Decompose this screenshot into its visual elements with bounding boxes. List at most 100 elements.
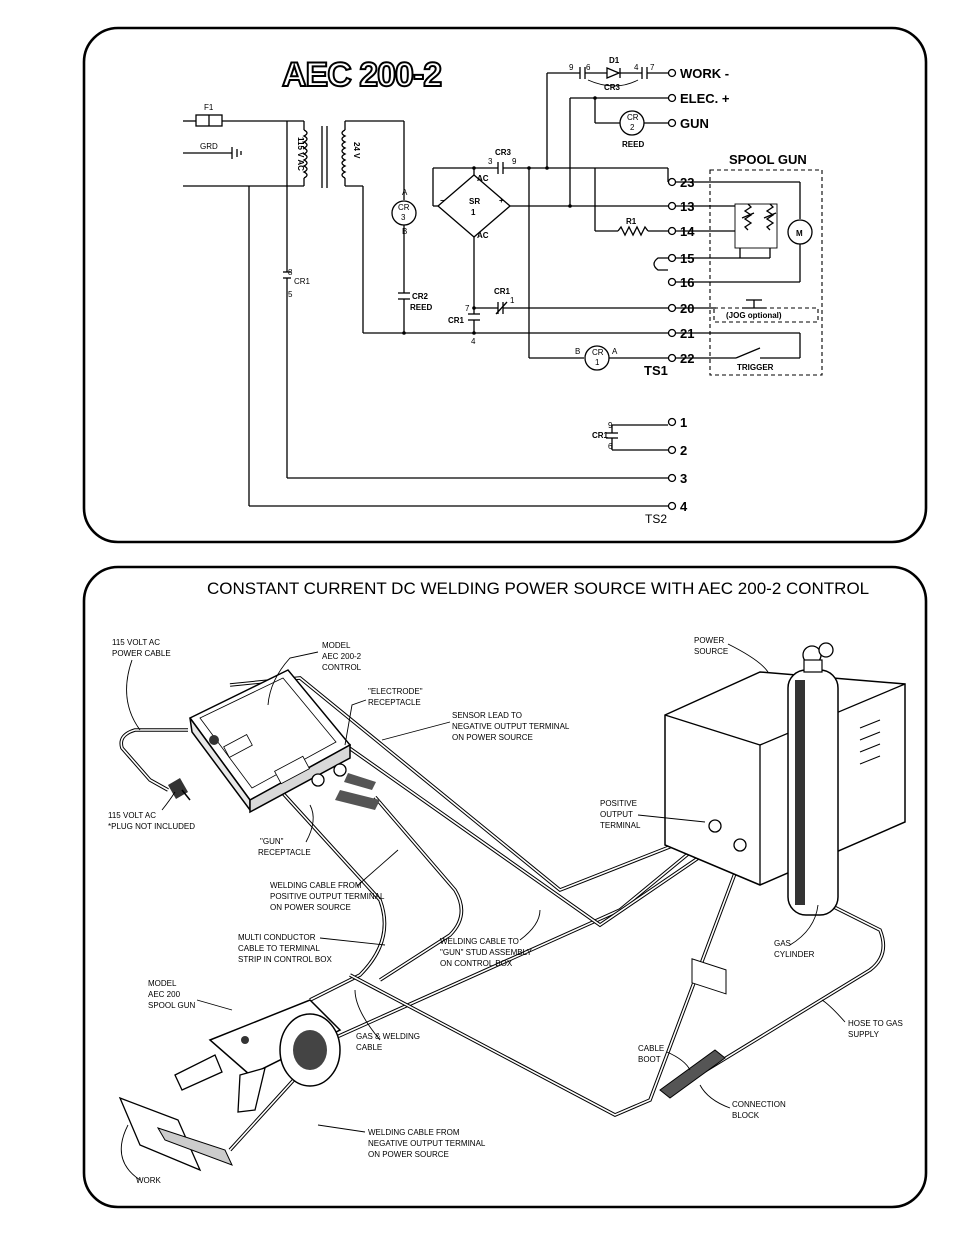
svg-text:HOSE TO GAS: HOSE TO GAS	[848, 1019, 903, 1028]
svg-text:1: 1	[595, 358, 600, 367]
ts2-label: TS2	[645, 512, 667, 526]
junction-dot	[593, 96, 597, 100]
svg-text:AC: AC	[477, 231, 489, 240]
svg-text:115 VOLT AC: 115 VOLT AC	[108, 811, 156, 820]
svg-text:D1: D1	[609, 56, 620, 65]
svg-text:BOOT: BOOT	[638, 1055, 661, 1064]
aec-200-2-control-box	[188, 669, 380, 814]
svg-text:CR: CR	[592, 348, 604, 357]
r1-label: R1	[626, 217, 637, 226]
label-cable-gun-stud: WELDING CABLE TO "GUN" STUD ASSEMBLY ON …	[440, 937, 532, 968]
output-wiring	[528, 67, 668, 371]
svg-text:7: 7	[650, 63, 655, 72]
svg-text:"ELECTRODE": "ELECTRODE"	[368, 687, 423, 696]
fuse-label: F1	[204, 103, 214, 112]
svg-text:CR1: CR1	[592, 431, 609, 440]
electrode-terminal-label: ELEC. +	[680, 91, 730, 106]
primary-input-wiring	[183, 114, 668, 507]
svg-text:−: −	[440, 196, 445, 205]
svg-text:TERMINAL: TERMINAL	[600, 821, 641, 830]
svg-text:2: 2	[630, 123, 635, 132]
ts2-terminal-numbers: 1 2 3 4	[680, 415, 688, 514]
label-work: WORK	[136, 1176, 162, 1185]
svg-text:BLOCK: BLOCK	[732, 1111, 760, 1120]
svg-text:SENSOR LEAD TO: SENSOR LEAD TO	[452, 711, 522, 720]
ac-plug	[168, 778, 191, 801]
junction-dot	[472, 166, 476, 170]
svg-text:3: 3	[401, 213, 406, 222]
svg-text:A: A	[402, 188, 408, 197]
junction-dot	[402, 331, 406, 335]
ground-label: GRD	[200, 142, 218, 151]
svg-text:MODEL: MODEL	[148, 979, 177, 988]
primary-voltage-label: 115 V AC	[296, 137, 305, 171]
gas-cylinder	[787, 642, 839, 916]
junction-dot	[568, 204, 572, 208]
svg-text:POWER CABLE: POWER CABLE	[112, 649, 171, 658]
spool-gun-title: SPOOL GUN	[729, 152, 807, 167]
svg-text:CR: CR	[398, 203, 410, 212]
pictorial-caption: CONSTANT CURRENT DC WELDING POWER SOURCE…	[207, 579, 869, 598]
label-sensor-lead: SENSOR LEAD TO NEGATIVE OUTPUT TERMINAL …	[452, 711, 570, 742]
svg-text:AEC 200: AEC 200	[148, 990, 181, 999]
label-hose: HOSE TO GAS SUPPLY	[848, 1019, 903, 1039]
schematic-title: AEC 200-2	[282, 56, 441, 94]
label-plug: 115 VOLT AC *PLUG NOT INCLUDED	[108, 811, 195, 831]
junction-dot	[545, 166, 549, 170]
work-piece	[118, 1096, 233, 1172]
svg-text:3: 3	[488, 157, 493, 166]
diode-d1-labels: 9 6 D1 4 7 CR3	[569, 56, 655, 92]
svg-text:CABLE TO TERMINAL: CABLE TO TERMINAL	[238, 944, 320, 953]
svg-text:3: 3	[680, 471, 687, 486]
spool-gun-device	[174, 999, 342, 1113]
label-electrode-receptacle: "ELECTRODE" RECEPTACLE	[368, 687, 423, 707]
svg-text:WELDING CABLE TO: WELDING CABLE TO	[440, 937, 519, 946]
svg-text:NEGATIVE OUTPUT TERMINAL: NEGATIVE OUTPUT TERMINAL	[452, 722, 570, 731]
svg-text:ON CONTROL BOX: ON CONTROL BOX	[440, 959, 513, 968]
svg-text:NEGATIVE OUTPUT TERMINAL: NEGATIVE OUTPUT TERMINAL	[368, 1139, 486, 1148]
secondary-wiring	[344, 120, 668, 334]
svg-text:A: A	[612, 347, 618, 356]
junction-dot	[472, 331, 476, 335]
cr1-coil-labels: B CR 1 A	[575, 347, 618, 367]
svg-text:SUPPLY: SUPPLY	[848, 1030, 880, 1039]
cr3-contact-labels: CR3 3 9	[488, 148, 517, 166]
svg-text:CR1: CR1	[448, 316, 465, 325]
svg-text:CONTROL: CONTROL	[322, 663, 362, 672]
label-power-source: POWER SOURCE	[694, 636, 728, 656]
work-terminal-label: WORK -	[680, 66, 729, 81]
rectifier-labels: AC AC − + SR 1	[440, 174, 504, 240]
svg-text:115 VOLT AC: 115 VOLT AC	[112, 638, 160, 647]
svg-text:4: 4	[471, 337, 476, 346]
svg-text:4: 4	[680, 499, 688, 514]
transformer-symbol	[302, 126, 347, 188]
svg-text:1: 1	[471, 208, 476, 217]
svg-text:ON POWER SOURCE: ON POWER SOURCE	[270, 903, 351, 912]
svg-text:CR2: CR2	[412, 292, 429, 301]
svg-text:CR: CR	[627, 113, 639, 122]
output-terminals	[667, 68, 677, 128]
jog-label: (JOG optional)	[726, 311, 782, 320]
svg-text:SOURCE: SOURCE	[694, 647, 728, 656]
svg-text:"GUN" STUD ASSEMBLY: "GUN" STUD ASSEMBLY	[440, 948, 532, 957]
cr1-aux-labels: 9 CR1 6	[592, 421, 613, 451]
svg-text:CR1: CR1	[494, 287, 511, 296]
svg-text:STRIP IN CONTROL BOX: STRIP IN CONTROL BOX	[238, 955, 332, 964]
svg-text:WORK: WORK	[136, 1176, 162, 1185]
svg-text:5: 5	[288, 290, 293, 299]
secondary-voltage-label: 24 V	[352, 142, 361, 159]
svg-text:ON POWER SOURCE: ON POWER SOURCE	[452, 733, 533, 742]
pictorial-panel-frame	[82, 565, 928, 1209]
svg-text:6: 6	[608, 442, 613, 451]
svg-text:"GUN": "GUN"	[260, 837, 284, 846]
ts1-label: TS1	[644, 363, 668, 378]
svg-text:B: B	[402, 227, 407, 236]
label-spool-gun: MODEL AEC 200 SPOOL GUN	[148, 979, 195, 1010]
svg-text:1: 1	[510, 296, 515, 305]
svg-text:POSITIVE: POSITIVE	[600, 799, 637, 808]
label-positive-output: POSITIVE OUTPUT TERMINAL	[600, 799, 641, 830]
cr3-coil-labels: A CR 3 B	[398, 188, 410, 236]
svg-text:SPOOL GUN: SPOOL GUN	[148, 1001, 195, 1010]
reed-coil-labels: CR 2 REED	[622, 113, 644, 149]
